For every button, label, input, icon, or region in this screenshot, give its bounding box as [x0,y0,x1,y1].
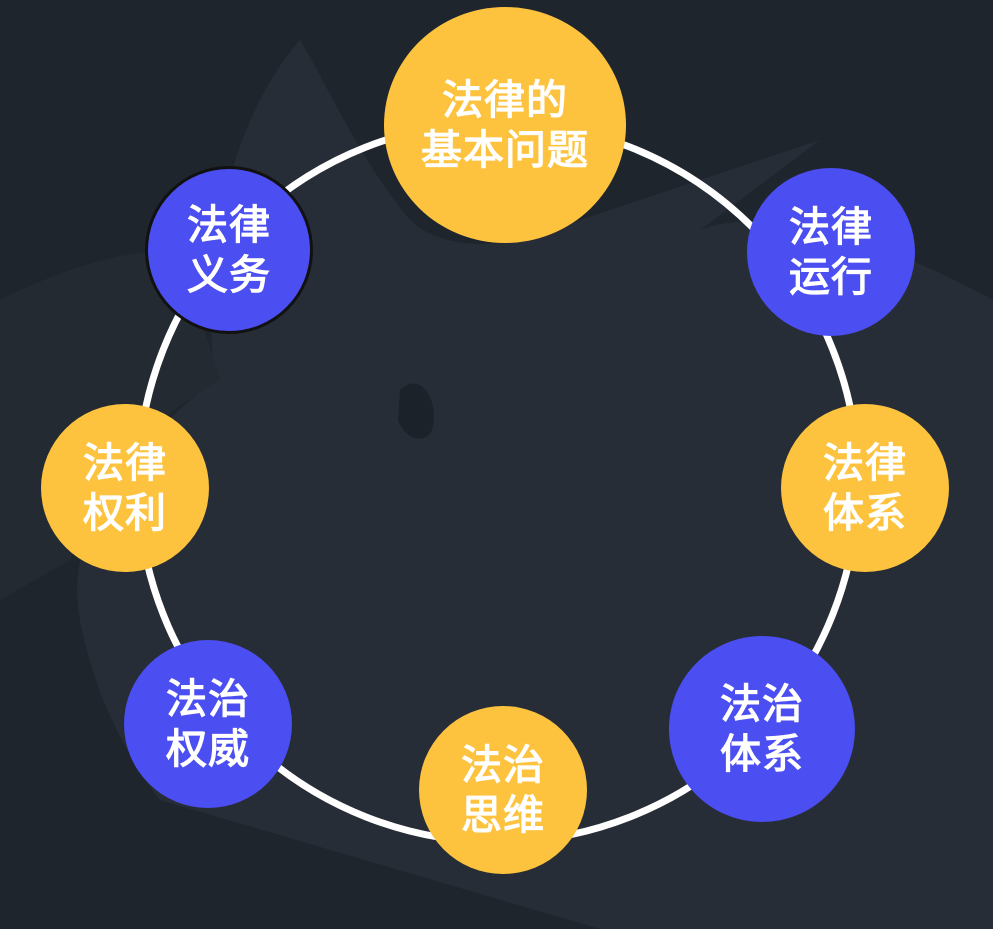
node-label: 法律 运行 [789,202,873,301]
center-node: 法律的 基本问题 [384,7,626,243]
node-label: 法治 思维 [461,740,545,839]
node-falv-quanli: 法律 权利 [41,404,209,572]
center-node-label: 法律的 基本问题 [421,75,589,174]
node-label: 法律 权利 [83,438,167,537]
node-falv-tixi: 法律 体系 [781,404,949,572]
node-falv-yiwu: 法律 义务 [145,166,313,334]
node-fazhi-siwei: 法治 思维 [419,706,587,874]
node-label: 法治 权威 [166,674,250,773]
node-fazhi-quanwei: 法治 权威 [124,640,292,808]
node-falv-yunxing: 法律 运行 [747,168,915,336]
node-fazhi-tixi: 法治 体系 [669,636,855,822]
node-label: 法律 体系 [823,438,907,537]
node-label: 法治 体系 [720,679,804,778]
node-label: 法律 义务 [187,200,271,299]
